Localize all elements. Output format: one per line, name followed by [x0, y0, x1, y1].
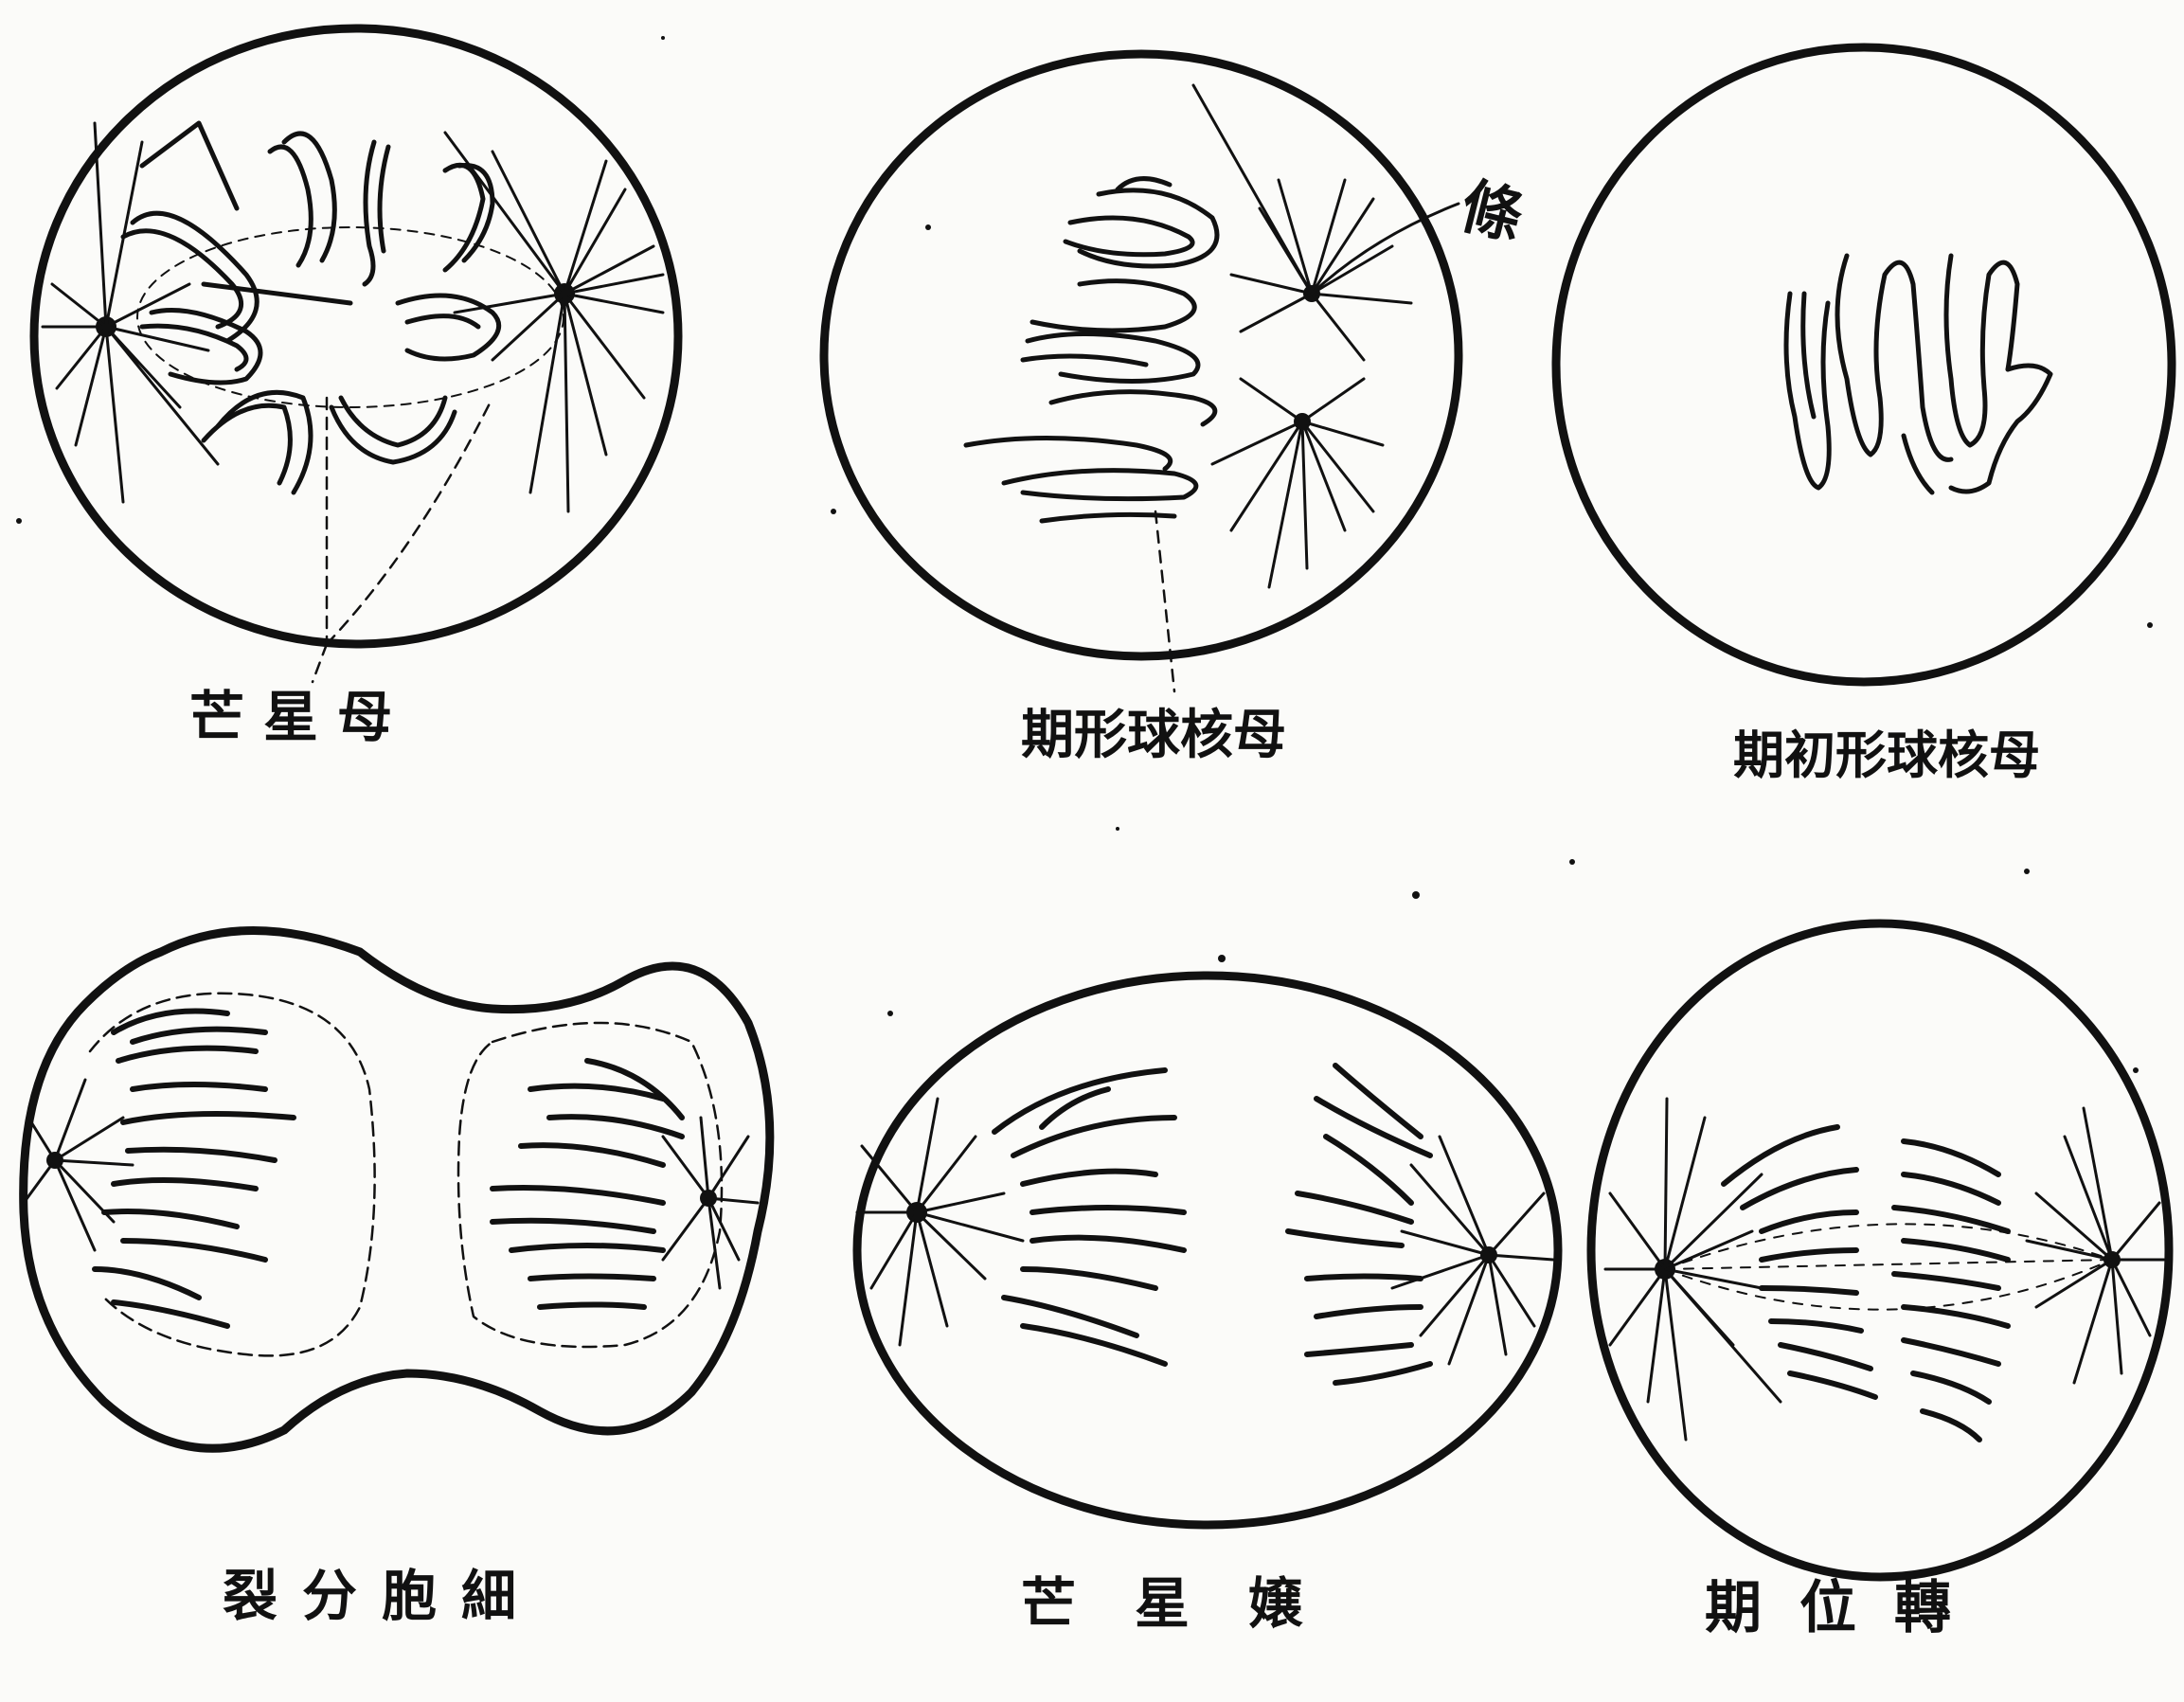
cell-membrane	[824, 54, 1459, 656]
print-specks	[16, 36, 2153, 1073]
label-daughter-star: 芒星嬢	[1021, 1576, 1362, 1631]
cell-membrane	[1556, 47, 2172, 682]
label-spireme: 期形球核母	[1021, 708, 1286, 761]
chromatin-threads	[966, 179, 1217, 521]
cell-membrane	[34, 28, 678, 644]
daughter-nucleus-right	[458, 1023, 722, 1347]
cell-division	[24, 931, 770, 1449]
aster-rays-right	[2027, 1108, 2164, 1383]
cell-membrane	[24, 931, 770, 1449]
aster-rays-right	[445, 133, 663, 511]
cell-transition	[1591, 923, 2169, 1577]
chromosomes-left	[95, 1012, 294, 1327]
cell-early-spireme	[1556, 47, 2172, 682]
chromosomes-left	[1724, 1127, 1875, 1397]
label-transition: 期位轉	[1705, 1580, 1989, 1637]
label-pointer	[1155, 511, 1174, 691]
spindle-fibres	[1665, 1224, 2112, 1309]
chromosomes-left	[994, 1070, 1184, 1364]
label-mother-star: 芒星母	[189, 690, 411, 744]
chromosomes-right	[492, 1061, 682, 1307]
label-early-spireme: 期初形球核母	[1733, 729, 2040, 780]
chromosomes	[123, 123, 499, 493]
aster-rays-right	[1392, 1137, 1553, 1364]
cell-daughter-star	[857, 976, 1558, 1525]
cell-mother-star	[34, 28, 678, 682]
label-cell-division: 裂分胞細	[223, 1568, 541, 1623]
chromatin-threads	[1786, 256, 2050, 493]
chromosomes-right	[1894, 1141, 2008, 1440]
chromosomes-right	[1288, 1066, 1430, 1383]
cell-spireme	[824, 54, 1459, 691]
cell-membrane	[857, 976, 1558, 1525]
aster-rays-left	[857, 1099, 1023, 1345]
